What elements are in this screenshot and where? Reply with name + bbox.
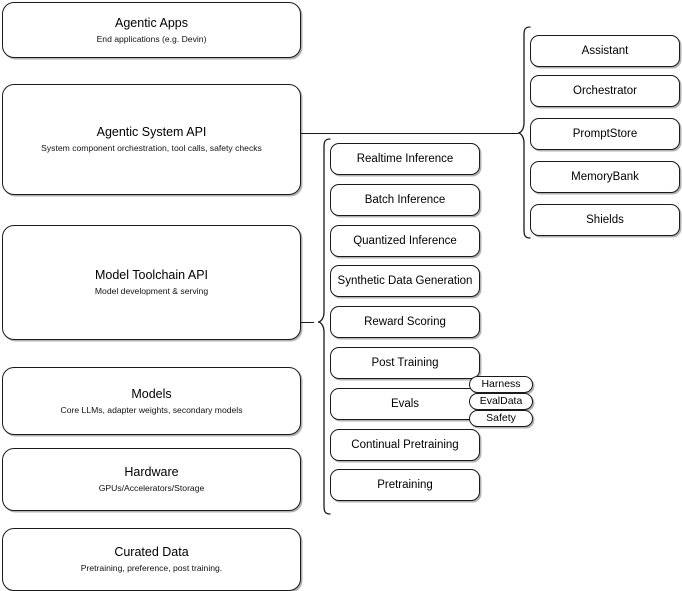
toolchain-item-continual-pretraining[interactable]: Continual Pretraining bbox=[330, 429, 480, 461]
connector-line-agentic-system-api bbox=[301, 133, 518, 134]
evals-chip-harness[interactable]: Harness bbox=[469, 376, 533, 393]
layer-subtitle: System component orchestration, tool cal… bbox=[41, 143, 262, 153]
toolchain-item-realtime-inference[interactable]: Realtime Inference bbox=[330, 143, 480, 175]
toolchain-item-label: Evals bbox=[390, 398, 420, 410]
layer-title: Models bbox=[131, 386, 172, 401]
toolchain-item-pretraining[interactable]: Pretraining bbox=[330, 469, 480, 501]
toolchain-item-evals[interactable]: Evals bbox=[330, 388, 480, 420]
layer-title: Model Toolchain API bbox=[94, 268, 209, 282]
layer-subtitle: GPUs/Accelerators/Storage bbox=[98, 483, 205, 493]
evals-chip-label: EvalData bbox=[479, 395, 523, 407]
toolchain-item-label: Post Training bbox=[371, 357, 439, 369]
toolchain-item-label: Realtime Inference bbox=[356, 153, 454, 165]
layer-title: Agentic Apps bbox=[115, 15, 188, 30]
evals-chip-label: Safety bbox=[486, 412, 516, 424]
toolchain-item-reward-scoring[interactable]: Reward Scoring bbox=[330, 306, 480, 338]
layer-title: Agentic System API bbox=[96, 125, 207, 139]
toolchain-item-label: Continual Pretraining bbox=[351, 439, 459, 451]
agentic-item-assistant[interactable]: Assistant bbox=[530, 35, 680, 67]
agentic-item-label: Assistant bbox=[581, 45, 629, 57]
agentic-item-label: Orchestrator bbox=[573, 85, 637, 97]
agentic-item-label: Shields bbox=[586, 214, 624, 226]
toolchain-item-post-training[interactable]: Post Training bbox=[330, 347, 480, 379]
agentic-item-label: PromptStore bbox=[572, 128, 638, 140]
connector-line-model-toolchain-api bbox=[300, 322, 314, 323]
stack-layer-curated-data[interactable]: Curated Data Pretraining, preference, po… bbox=[2, 528, 301, 591]
evals-chip-safety[interactable]: Safety bbox=[469, 410, 533, 427]
toolchain-item-label: Batch Inference bbox=[364, 194, 446, 206]
stack-layer-model-toolchain-api[interactable]: Model Toolchain API Model development & … bbox=[2, 225, 301, 340]
agentic-item-promptstore[interactable]: PromptStore bbox=[530, 118, 680, 150]
evals-chip-evaldata[interactable]: EvalData bbox=[469, 393, 533, 410]
agentic-item-label: MemoryBank bbox=[571, 171, 639, 183]
toolchain-item-quantized-inference[interactable]: Quantized Inference bbox=[330, 225, 480, 257]
layer-subtitle: Core LLMs, adapter weights, secondary mo… bbox=[60, 404, 243, 415]
toolchain-item-label: Pretraining bbox=[377, 479, 433, 491]
stack-layer-agentic-apps[interactable]: Agentic Apps End applications (e.g. Devi… bbox=[2, 2, 301, 58]
agentic-item-shields[interactable]: Shields bbox=[530, 204, 680, 236]
layer-subtitle: Model development & serving bbox=[94, 286, 209, 296]
toolchain-item-label: Reward Scoring bbox=[364, 316, 446, 328]
stack-layer-models[interactable]: Models Core LLMs, adapter weights, secon… bbox=[2, 367, 301, 435]
layer-subtitle: Pretraining, preference, post training. bbox=[80, 563, 223, 573]
layer-subtitle: End applications (e.g. Devin) bbox=[96, 33, 207, 44]
agentic-item-memorybank[interactable]: MemoryBank bbox=[530, 161, 680, 193]
toolchain-item-batch-inference[interactable]: Batch Inference bbox=[330, 184, 480, 216]
evals-chip-label: Harness bbox=[481, 378, 521, 390]
layer-title: Curated Data bbox=[114, 545, 189, 559]
stack-layer-agentic-system-api[interactable]: Agentic System API System component orch… bbox=[2, 84, 301, 195]
toolchain-item-label: Quantized Inference bbox=[353, 235, 457, 247]
toolchain-item-synthetic-data-generation[interactable]: Synthetic Data Generation bbox=[330, 265, 480, 297]
layer-title: Hardware bbox=[124, 465, 179, 479]
stack-layer-hardware[interactable]: Hardware GPUs/Accelerators/Storage bbox=[2, 448, 301, 511]
brace-toolchain-components bbox=[312, 138, 332, 515]
toolchain-item-label: Synthetic Data Generation bbox=[337, 275, 473, 287]
agentic-item-orchestrator[interactable]: Orchestrator bbox=[530, 75, 680, 107]
